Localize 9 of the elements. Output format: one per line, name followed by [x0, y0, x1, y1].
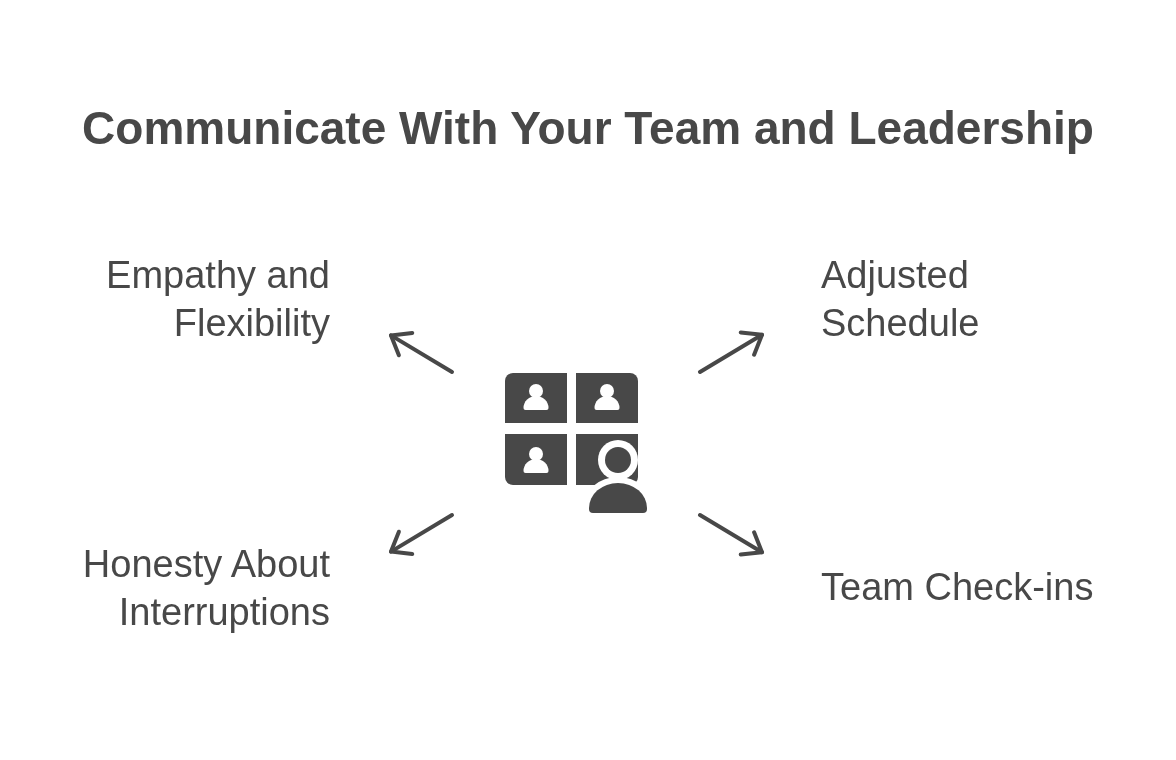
node-label: Empathy and Flexibility [105, 253, 330, 346]
title: Communicate With Your Team and Leadership [81, 101, 1095, 156]
arrow [389, 331, 454, 374]
node-label: Team Check-ins [821, 565, 1095, 610]
arrow [698, 513, 764, 557]
node-label: Honesty About Interruptions [81, 542, 330, 635]
node-label: Adjusted Schedule [821, 253, 981, 346]
arrow [389, 513, 454, 556]
arrow [698, 330, 764, 374]
